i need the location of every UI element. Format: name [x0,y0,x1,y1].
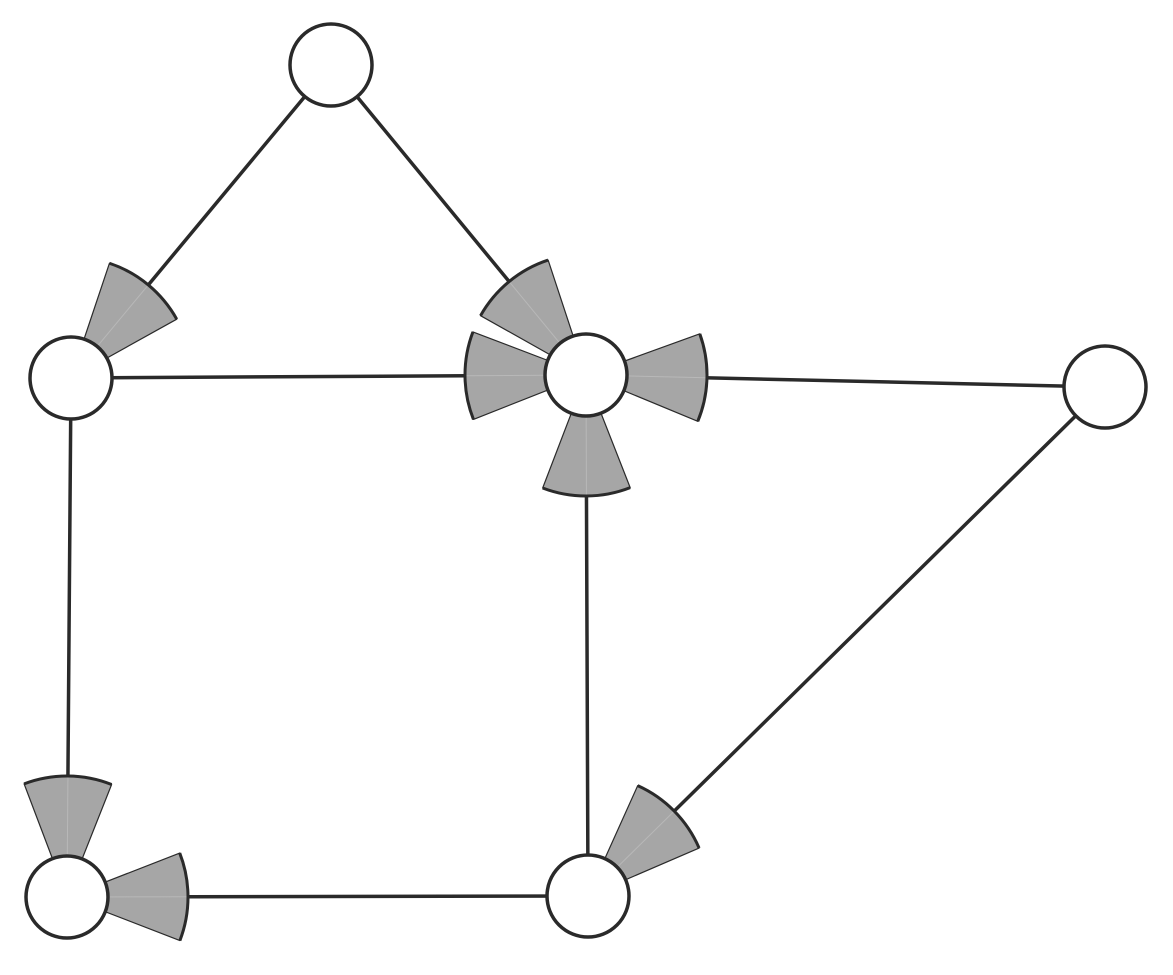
node-circle[interactable] [545,853,631,939]
arrowhead-n2-n3 [463,331,587,421]
arrowhead-n4-n3 [585,333,709,422]
node-n5[interactable] [24,854,110,940]
node-circle[interactable] [1062,344,1148,430]
arrowhead-arc [23,774,113,786]
node-circle[interactable] [543,332,629,418]
node-n2[interactable] [28,335,114,421]
arrowhead-arc [542,486,631,498]
node-n3[interactable] [543,332,629,418]
nodes-layer [24,22,1148,940]
node-circle[interactable] [24,854,110,940]
node-circle[interactable] [28,335,114,421]
node-n4[interactable] [1062,344,1148,430]
arrowhead-arc [463,331,475,420]
node-n1[interactable] [288,22,374,108]
arrowhead-arc [637,784,701,849]
arrowhead-arc [178,852,190,942]
arrowhead-arc [108,261,179,320]
node-n6[interactable] [545,853,631,939]
arrowhead-n6-n5 [66,852,190,942]
node-circle[interactable] [288,22,374,108]
arrowhead-arc [696,333,709,422]
arrowhead-arc [479,258,549,317]
